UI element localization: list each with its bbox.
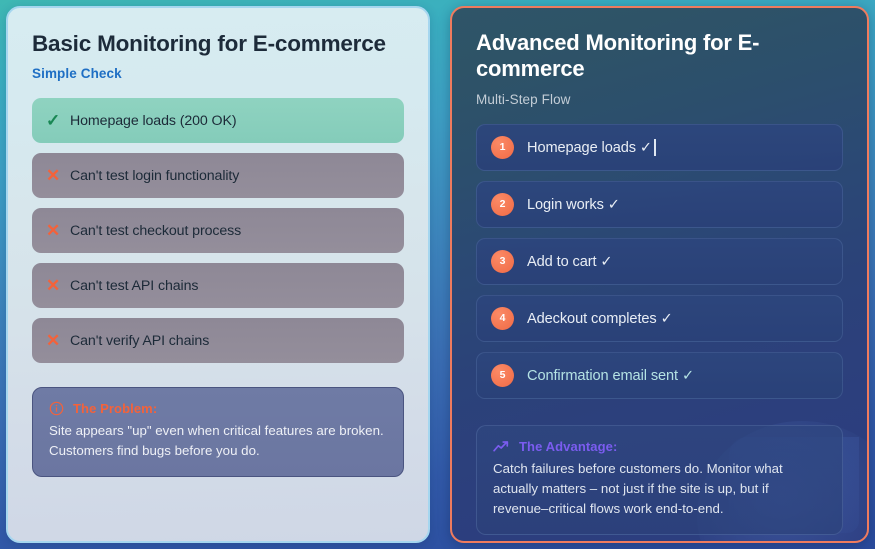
basic-check-list: ✓ Homepage loads (200 OK) ✕ Can't test logi… <box>32 98 404 363</box>
advanced-card-title: Advanced Monitoring for E-commerce <box>476 30 760 82</box>
cross-icon: ✕ <box>46 221 61 240</box>
advantage-callout-body: Catch failures before customers do. Moni… <box>493 460 783 517</box>
basic-card-content: Basic Monitoring for E-commerce Simple C… <box>8 8 428 478</box>
check-icon: ✓ <box>46 111 61 130</box>
check-row-label: Can't test checkout process <box>70 222 242 239</box>
check-row-label: Can't verify API chains <box>70 332 210 349</box>
check-row[interactable]: ✓ Homepage loads (200 OK) <box>32 98 404 143</box>
advanced-step-list: 1 Homepage loads ✓ 2 Login works ✓ 3 Add to c… <box>476 123 843 399</box>
problem-callout-title: The Problem: <box>73 401 158 416</box>
cross-icon: ✕ <box>46 331 61 350</box>
check-row[interactable]: ✕ Can't test API chains <box>32 263 404 308</box>
step-row[interactable]: 1 Homepage loads ✓ <box>476 123 843 171</box>
advantage-callout: The Advantage: Catch failures before cus… <box>476 424 843 536</box>
step-number-badge: 3 <box>491 249 514 273</box>
step-row-label: Adeckout completes ✓ <box>527 310 673 327</box>
info-circle-icon <box>49 401 64 416</box>
step-number-badge: 2 <box>491 192 514 216</box>
step-row[interactable]: 4 Adeckout completes ✓ <box>476 294 843 342</box>
step-row[interactable]: 2 Login works ✓ <box>476 180 843 228</box>
cross-icon: ✕ <box>46 276 61 295</box>
problem-callout-header: The Problem: <box>49 401 387 416</box>
advantage-callout-title: The Advantage: <box>519 438 618 454</box>
step-row-label: Add to cart ✓ <box>527 253 613 270</box>
step-row[interactable]: 5 Confirmation email sent ✓ <box>476 351 843 399</box>
cross-icon: ✕ <box>46 166 61 185</box>
check-row-label: Can't test login functionality <box>70 167 240 184</box>
check-row-label: Can't test API chains <box>70 277 199 294</box>
step-row-label: Homepage loads ✓ <box>527 139 653 156</box>
step-number-badge: 1 <box>491 135 514 159</box>
advanced-card-subtitle: Multi-Step Flow <box>476 91 571 107</box>
check-row[interactable]: ✕ Can't test login functionality <box>32 153 404 198</box>
step-number-badge: 5 <box>491 363 514 387</box>
basic-card-subtitle: Simple Check <box>32 66 122 81</box>
basic-card-title: Basic Monitoring for E-commerce <box>32 31 386 56</box>
step-row-label: Login works ✓ <box>527 196 620 213</box>
check-row[interactable]: ✕ Can't test checkout process <box>32 208 404 253</box>
step-number-badge: 4 <box>491 306 514 330</box>
advanced-card-content: Advanced Monitoring for E-commerce Multi… <box>452 8 867 536</box>
check-row[interactable]: ✕ Can't verify API chains <box>32 318 404 363</box>
text-cursor-caret <box>654 138 656 156</box>
problem-callout: The Problem: Site appears "up" even when… <box>32 387 404 478</box>
step-row[interactable]: 3 Add to cart ✓ <box>476 237 843 285</box>
trending-up-icon <box>493 440 510 453</box>
advantage-callout-header: The Advantage: <box>493 439 826 454</box>
step-row-label: Confirmation email sent ✓ <box>527 367 695 384</box>
problem-callout-body: Site appears "up" even when critical fea… <box>49 423 384 459</box>
check-row-label: Homepage loads (200 OK) <box>70 112 237 129</box>
advanced-monitoring-card: Advanced Monitoring for E-commerce Multi… <box>450 6 869 543</box>
basic-monitoring-card: Basic Monitoring for E-commerce Simple C… <box>6 6 430 543</box>
